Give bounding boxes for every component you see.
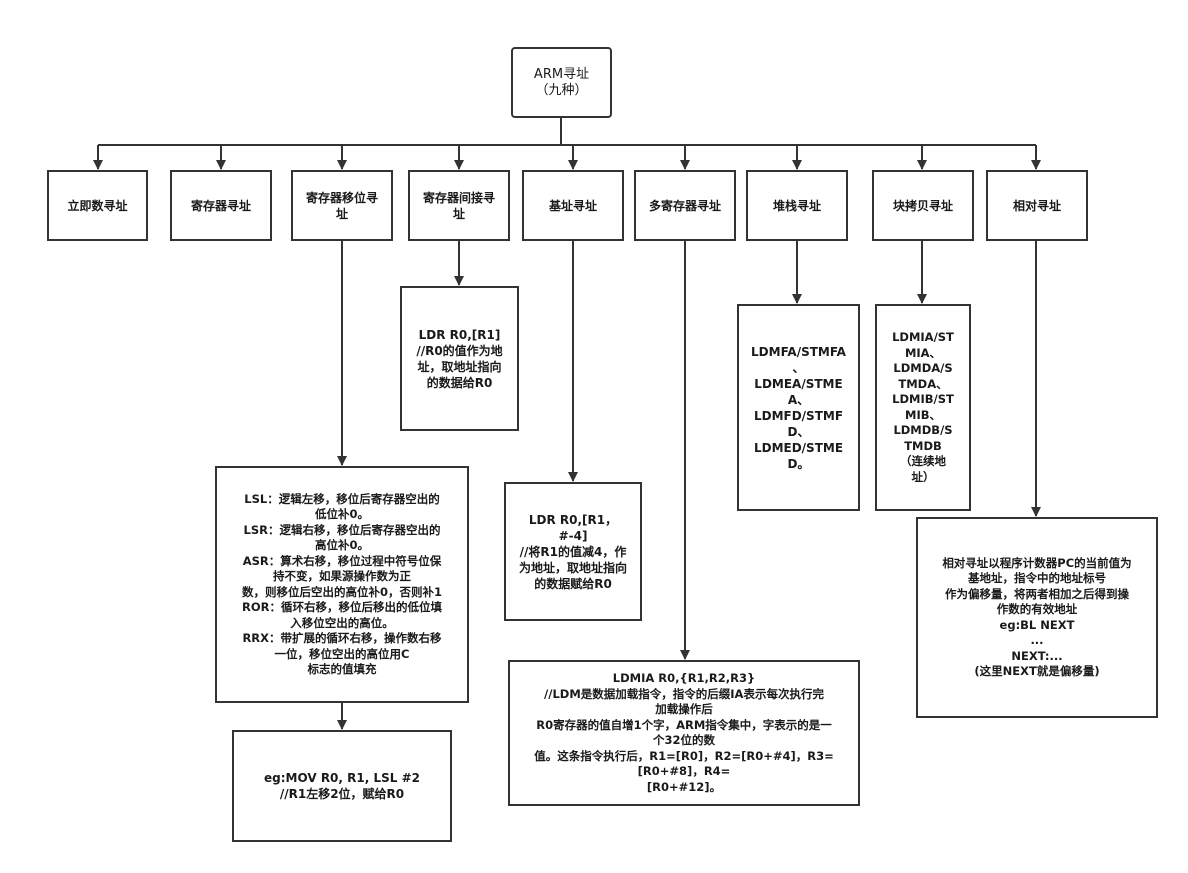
node-text-line: 相对寻址 [1012,198,1061,213]
node-text-line: LSL：逻辑左移，移位后寄存器空出的 [244,491,440,506]
node-text-line: 低位补0。 [314,507,369,521]
node-text-line: 相对寻址以程序计数器PC的当前值为 [942,555,1132,570]
category-block-copy: 块拷贝寻址 [872,170,974,241]
node-text-line: LDMEA/STME [754,376,843,391]
node-text-line: 寄存器移位寻 [305,190,378,205]
node-text-line: 寄存器寻址 [190,198,251,213]
node-text-line: 值。这条指令执行后，R1=[R0]，R2=[R0+#4]，R3= [534,748,834,763]
node-text-line: 基地址，指令中的地址标号 [968,571,1106,585]
node-text-line: //R0的值作为地 [416,343,503,358]
node-text-line: 一位，移位空出的高位用C [274,646,410,661]
detail-shift-operations: LSL：逻辑左移，移位后寄存器空出的 低位补0。 LSR：逻辑右移，移位后寄存器… [215,466,469,703]
node-text-line: A、 [787,392,810,407]
category-relative: 相对寻址 [986,170,1088,241]
node-text-line: 堆栈寻址 [772,198,821,213]
node-text-line: TMDB [904,438,942,453]
node-text-line: [R0+#8]，R4= [637,764,731,778]
node-text-line: 址，取地址指向 [417,359,502,374]
node-text-line: LDMIA/ST [892,330,954,344]
category-multi-register: 多寄存器寻址 [634,170,736,241]
node-text-line: 址） [911,469,935,484]
node-text-line: 、 [792,360,805,375]
detail-shift-example: eg:MOV R0, R1, LSL #2 //R1左移2位，赋给R0 [232,730,452,842]
category-immediate: 立即数寻址 [47,170,148,241]
detail-multi-register: LDMIA R0,{R1,R2,R3} //LDM是数据加载指令，指令的后缀IA… [508,660,860,806]
node-text-line: //R1左移2位，赋给R0 [279,787,405,801]
node-text-line: NEXT:... [1011,648,1063,663]
node-text-line: //LDM是数据加载指令，指令的后缀IA表示每次执行完 [544,686,824,701]
node-text-line: //将R1的值减4，作 [519,544,627,559]
node-text-line: 址 [452,206,465,221]
node-text-line: eg:MOV R0, R1, LSL #2 [264,771,420,785]
node-text-line: 入移位空出的高位。 [290,615,394,630]
node-text-line: 个32位的数 [652,733,715,747]
node-text-line: LDMDB/S [893,423,953,437]
node-text-line: LDR R0,[R1， [528,512,618,527]
root-node: ARM寻址 （九种） [511,47,612,118]
node-text-line: 的数据赋给R0 [534,576,612,591]
category-stack: 堆栈寻址 [746,170,848,241]
node-text-line: ROR：循环右移，移位后移出的低位填 [242,600,442,614]
category-base: 基址寻址 [522,170,624,241]
detail-register-indirect: LDR R0,[R1] //R0的值作为地 址，取地址指向 的数据给R0 [400,286,519,431]
node-text-line: 多寄存器寻址 [648,198,721,213]
node-text-line: 作数的有效地址 [996,602,1078,616]
node-text-line: ARM寻址 [533,66,590,82]
node-text-line: LDMFA/STMFA [751,344,846,359]
node-text-line: ... [1030,633,1044,647]
node-text-line: 作为偏移量，将两者相加之后得到操 [945,586,1129,601]
node-text-line: TMDA、 [898,376,948,391]
node-text-line: 寄存器间接寻 [422,190,495,205]
node-text-line: 基址寻址 [548,198,597,213]
node-text-line: [R0+#12]。 [646,779,722,794]
node-text-line: MIB、 [905,407,941,422]
node-text-line: LDMED/STME [753,440,844,455]
node-text-line: D。 [787,456,810,471]
detail-stack: LDMFA/STMFA 、 LDMEA/STME A、 LDMFD/STMF D… [737,304,860,511]
category-register-indirect: 寄存器间接寻 址 [408,170,510,241]
node-text-line: 立即数寻址 [67,198,128,213]
node-text-line: #-4] [558,528,588,543]
node-text-line: LDR R0,[R1] [418,327,501,342]
node-text-line: 标志的值填充 [307,662,377,676]
node-text-line: 址 [335,206,348,221]
category-register-shift: 寄存器移位寻 址 [291,170,393,241]
node-text-line: LDMFD/STMF [753,408,844,423]
category-register: 寄存器寻址 [170,170,272,241]
node-text-line: LDMIB/ST [892,392,954,406]
node-text-line: LDMIA R0,{R1,R2,R3} [612,671,756,685]
node-text-line: 高位补0。 [314,538,369,552]
detail-base: LDR R0,[R1， #-4] //将R1的值减4，作 为地址，取地址指向 的… [504,482,642,621]
node-text-line: 数，则移位后空出的高位补0，否则补1 [241,584,442,599]
node-text-line: 块拷贝寻址 [892,198,953,213]
node-text-line: 的数据给R0 [426,375,493,390]
detail-relative: 相对寻址以程序计数器PC的当前值为 基地址，指令中的地址标号 作为偏移量，将两者… [916,517,1158,718]
node-text-line: LDMDA/S [893,361,953,375]
node-text-line: eg:BL NEXT [999,617,1075,632]
detail-block-copy: LDMIA/ST MIA、 LDMDA/S TMDA、 LDMIB/ST MIB… [875,304,971,511]
node-text-line: (这里NEXT就是偏移量) [974,664,1100,678]
node-text-line: D、 [787,424,810,439]
node-text-line: LSR：逻辑右移，移位后寄存器空出的 [243,522,441,537]
node-text-line: （连续地 [900,454,946,468]
node-text-line: MIA、 [904,345,942,360]
node-text-line: R0寄存器的值自增1个字，ARM指令集中，字表示的是一 [536,717,832,732]
node-text-line: 为地址，取地址指向 [518,560,627,575]
node-text-line: ASR：算术右移，移位过程中符号位保 [242,553,442,568]
node-text-line: 持不变，如果源操作数为正 [273,569,411,583]
node-text-line: （九种） [535,82,588,98]
node-text-line: 加载操作后 [655,702,713,716]
node-text-line: RRX：带扩展的循环右移，操作数右移 [242,631,442,645]
